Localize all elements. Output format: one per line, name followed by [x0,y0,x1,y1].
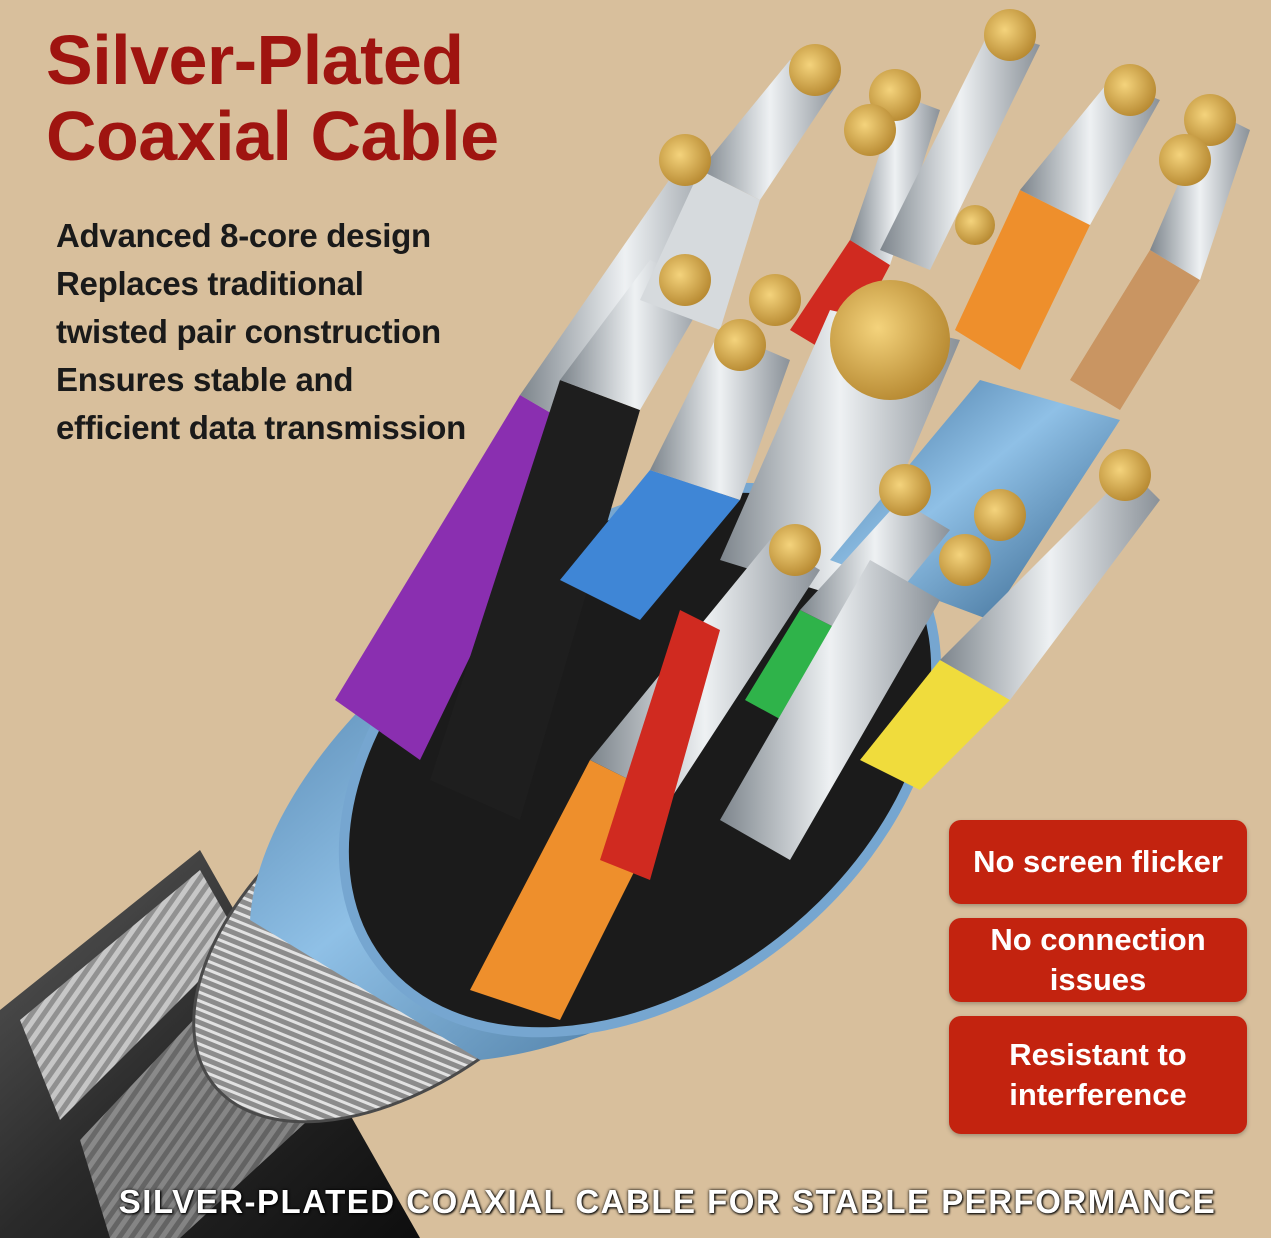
badge-label-line-2: interference [1009,1077,1187,1112]
description-line-4: Ensures stable and [56,361,354,398]
badge-no-screen-flicker: No screen flicker [949,820,1247,904]
badge-no-connection-issues: No connection issues [949,918,1247,1002]
title-line-2: Coaxial Cable [46,97,499,175]
page-title: Silver-Plated Coaxial Cable [46,22,499,174]
description-line-1: Advanced 8-core design [56,217,431,254]
inner-cores [335,30,1250,1020]
feature-description: Advanced 8-core design Replaces traditio… [56,212,466,452]
bottom-banner: SILVER-PLATED COAXIAL CABLE FOR STABLE P… [118,1183,1217,1220]
badge-label-line-1: Resistant to [1009,1037,1187,1072]
description-line-5: efficient data transmission [56,409,467,446]
badge-label: No screen flicker [973,844,1223,879]
badge-label: No connection issues [990,922,1206,997]
description-line-3: twisted pair construction [56,313,441,350]
badge-label-block: Resistant to interference [989,1035,1206,1115]
copper-strand-ends [659,9,1236,586]
badge-resistant-to-interference: Resistant to interference [949,1016,1247,1134]
description-line-2: Replaces traditional [56,265,364,302]
title-line-1: Silver-Plated [46,21,464,99]
